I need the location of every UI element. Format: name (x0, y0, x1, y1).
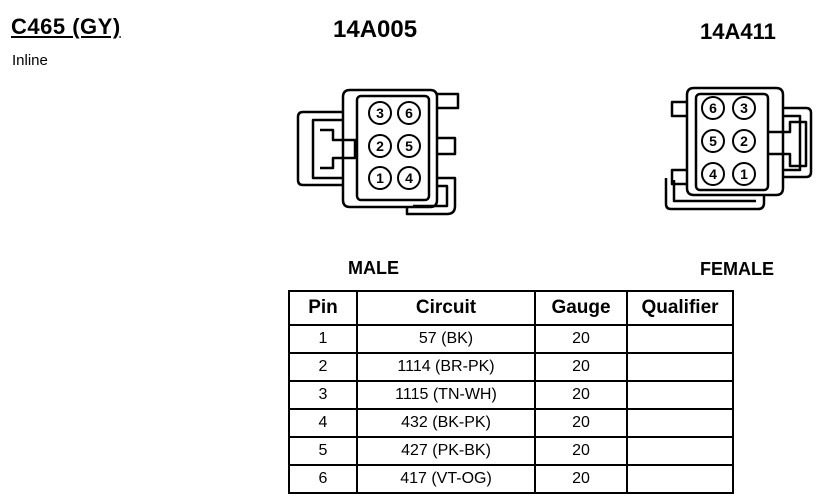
male-pin-label: 3 (376, 105, 384, 121)
female-pin-label: 5 (709, 133, 717, 149)
female-pin-label: 3 (740, 100, 748, 116)
male-pin-label: 5 (405, 138, 413, 154)
qualifier-cell (626, 464, 734, 494)
circuit-cell: 1114 (BR-PK) (356, 352, 536, 382)
male-pin-label: 1 (376, 170, 384, 186)
qualifier-cell (626, 324, 734, 354)
pin-cell: 5 (288, 436, 358, 466)
pin-cell: 4 (288, 408, 358, 438)
column-header-circuit: Circuit (356, 290, 536, 326)
circuit-cell: 57 (BK) (356, 324, 536, 354)
qualifier-cell (626, 352, 734, 382)
female-connector-diagram: 6 3 5 2 4 1 (664, 86, 813, 211)
circuit-cell: 427 (PK-BK) (356, 436, 536, 466)
female-pin-label: 2 (740, 133, 748, 149)
gauge-cell: 20 (534, 352, 628, 382)
male-part-number: 14A005 (333, 16, 418, 43)
qualifier-cell (626, 436, 734, 466)
table-row: 3 1115 (TN-WH) 20 (288, 380, 734, 410)
female-part-number: 14A411 (700, 19, 776, 44)
connector-id: C465 (GY) (11, 14, 121, 39)
male-pin-grid (368, 101, 421, 190)
female-label: FEMALE (700, 259, 774, 279)
table-row: 5 427 (PK-BK) 20 (288, 436, 734, 466)
gauge-cell: 20 (534, 380, 628, 410)
male-pin-label: 4 (405, 170, 413, 186)
female-pin-label: 1 (740, 166, 748, 182)
connector-type: Inline (12, 52, 48, 69)
table-row: 1 57 (BK) 20 (288, 324, 734, 354)
gauge-cell: 20 (534, 408, 628, 438)
circuit-cell: 417 (VT-OG) (356, 464, 536, 494)
pin-cell: 1 (288, 324, 358, 354)
male-connector-diagram: 3 6 2 5 1 4 (296, 88, 460, 216)
female-pin-label: 4 (709, 166, 717, 182)
table-header-row: Pin Circuit Gauge Qualifier (288, 290, 734, 326)
table-row: 4 432 (BK-PK) 20 (288, 408, 734, 438)
circuit-cell: 432 (BK-PK) (356, 408, 536, 438)
gauge-cell: 20 (534, 436, 628, 466)
pin-cell: 6 (288, 464, 358, 494)
male-pin-label: 6 (405, 105, 413, 121)
male-pin-label: 2 (376, 138, 384, 154)
male-label: MALE (348, 258, 399, 278)
gauge-cell: 20 (534, 324, 628, 354)
pinout-table: Pin Circuit Gauge Qualifier 1 57 (BK) 20… (288, 290, 734, 494)
qualifier-cell (626, 380, 734, 410)
column-header-gauge: Gauge (534, 290, 628, 326)
pin-cell: 2 (288, 352, 358, 382)
pin-cell: 3 (288, 380, 358, 410)
circuit-cell: 1115 (TN-WH) (356, 380, 536, 410)
female-pin-grid (701, 96, 756, 186)
column-header-qualifier: Qualifier (626, 290, 734, 326)
gauge-cell: 20 (534, 464, 628, 494)
table-row: 6 417 (VT-OG) 20 (288, 464, 734, 494)
column-header-pin: Pin (288, 290, 358, 326)
table-row: 2 1114 (BR-PK) 20 (288, 352, 734, 382)
female-pin-label: 6 (709, 100, 717, 116)
qualifier-cell (626, 408, 734, 438)
